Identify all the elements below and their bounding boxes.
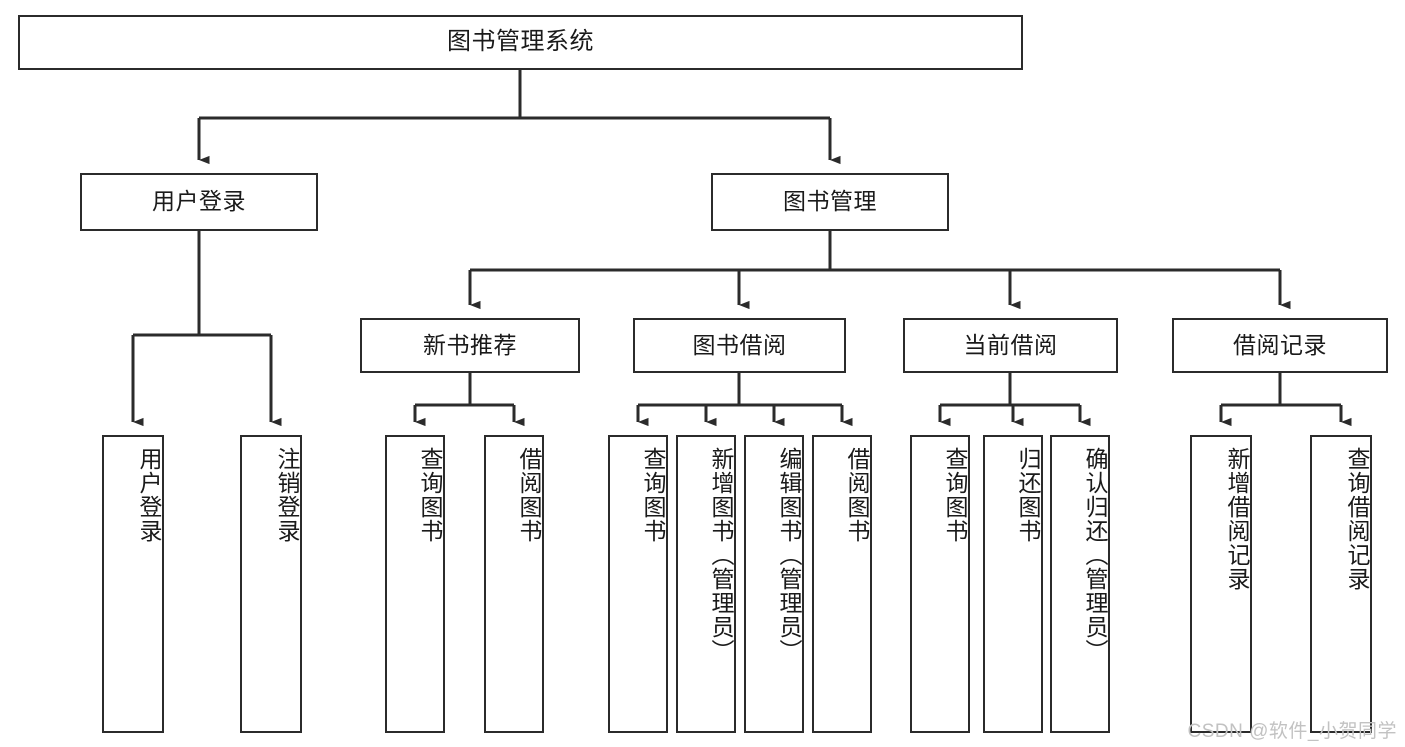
leaf-add-book-admin[interactable]: 新增图书（管理员） [676, 435, 736, 733]
node-label: 用户登录 [152, 188, 246, 215]
node-label: 查询图书 [640, 447, 666, 543]
node-label: 确认归还（管理员） [1082, 447, 1108, 663]
node-label: 查询借阅记录 [1344, 447, 1370, 591]
node-root-system[interactable]: 图书管理系统 [18, 15, 1023, 70]
node-label: 新书推荐 [423, 331, 517, 358]
node-label: 新增借阅记录 [1224, 447, 1250, 591]
leaf-borrow-books-recommend[interactable]: 借阅图书 [484, 435, 544, 733]
node-user-login[interactable]: 用户登录 [80, 173, 318, 231]
node-label: 查询图书 [942, 447, 968, 543]
leaf-confirm-return-admin[interactable]: 确认归还（管理员） [1050, 435, 1110, 733]
leaf-query-borrow-record[interactable]: 查询借阅记录 [1310, 435, 1372, 733]
node-label: 图书管理 [783, 188, 877, 215]
node-label: 查询图书 [417, 447, 443, 543]
node-new-book-recommend[interactable]: 新书推荐 [360, 318, 580, 373]
node-label: 新增图书（管理员） [708, 447, 734, 663]
leaf-borrow-book[interactable]: 借阅图书 [812, 435, 872, 733]
leaf-query-books-current[interactable]: 查询图书 [910, 435, 970, 733]
node-label: 当前借阅 [963, 331, 1058, 358]
node-label: 借阅记录 [1233, 331, 1327, 358]
node-label: 归还图书 [1015, 447, 1041, 543]
leaf-user-login[interactable]: 用户登录 [102, 435, 164, 733]
node-label: 编辑图书（管理员） [776, 447, 802, 663]
leaf-return-book[interactable]: 归还图书 [983, 435, 1043, 733]
node-borrow-records[interactable]: 借阅记录 [1172, 318, 1388, 373]
leaf-query-books-borrow[interactable]: 查询图书 [608, 435, 668, 733]
node-label: 注销登录 [274, 447, 300, 543]
node-book-borrow[interactable]: 图书借阅 [633, 318, 846, 373]
node-book-management[interactable]: 图书管理 [711, 173, 949, 231]
leaf-logout[interactable]: 注销登录 [240, 435, 302, 733]
node-label: 图书借阅 [692, 331, 787, 358]
leaf-query-books-recommend[interactable]: 查询图书 [385, 435, 445, 733]
node-label: 图书管理系统 [447, 28, 594, 56]
leaf-edit-book-admin[interactable]: 编辑图书（管理员） [744, 435, 804, 733]
watermark: CSDN @软件_小贺同学 [1187, 721, 1397, 742]
node-label: 借阅图书 [516, 447, 542, 543]
leaf-add-borrow-record[interactable]: 新增借阅记录 [1190, 435, 1252, 733]
node-current-borrow[interactable]: 当前借阅 [903, 318, 1118, 373]
node-label: 借阅图书 [844, 447, 870, 543]
node-label: 用户登录 [136, 447, 162, 543]
